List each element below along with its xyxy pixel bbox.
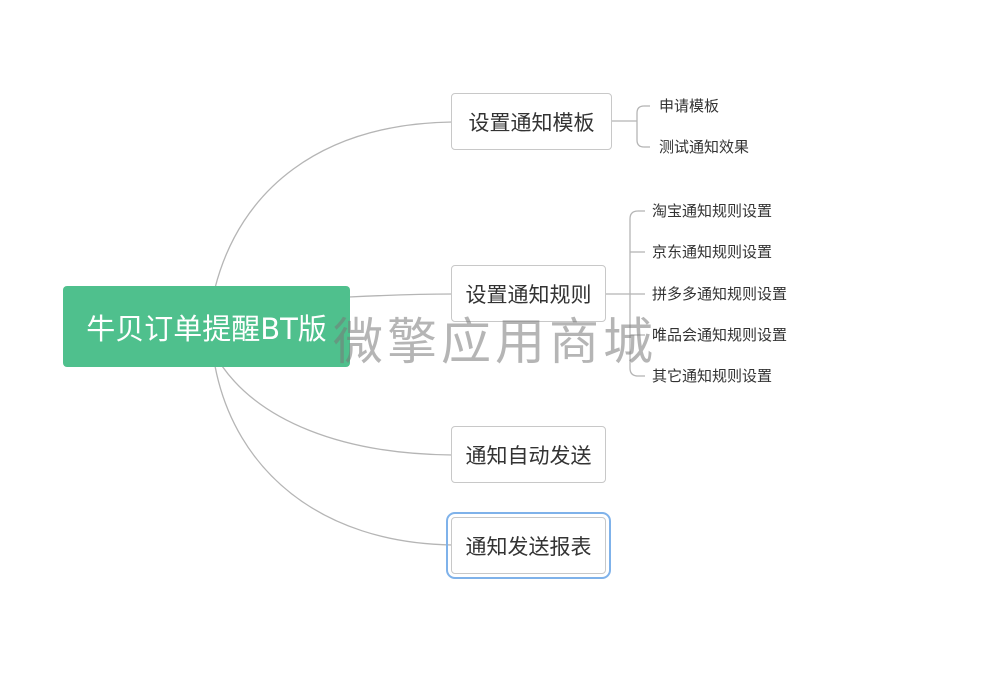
branch-node-report[interactable]: 通知发送报表 (446, 512, 611, 579)
branch-node-auto-send[interactable]: 通知自动发送 (451, 426, 606, 483)
branch-node-template[interactable]: 设置通知模板 (451, 93, 612, 150)
leaf-pinduoduo-rules[interactable]: 拼多多通知规则设置 (652, 285, 788, 303)
leaf-vipshop-rules[interactable]: 唯品会通知规则设置 (652, 326, 788, 344)
leaf-taobao-rules[interactable]: 淘宝通知规则设置 (652, 202, 773, 220)
connector-root-rules (348, 293, 453, 298)
root-node[interactable]: 牛贝订单提醒BT版 (63, 286, 350, 367)
leaf-other-rules[interactable]: 其它通知规则设置 (652, 367, 773, 385)
leaf-test-notification[interactable]: 测试通知效果 (659, 138, 750, 156)
connector-root-report (214, 365, 453, 546)
leaf-apply-template[interactable]: 申请模板 (659, 97, 720, 115)
branch-node-rules[interactable]: 设置通知规则 (451, 265, 606, 322)
connector-root-template (214, 121, 453, 289)
connector-template-bracket (636, 105, 645, 148)
connector-root-auto-send (221, 365, 453, 456)
leaf-jd-rules[interactable]: 京东通知规则设置 (652, 243, 773, 261)
